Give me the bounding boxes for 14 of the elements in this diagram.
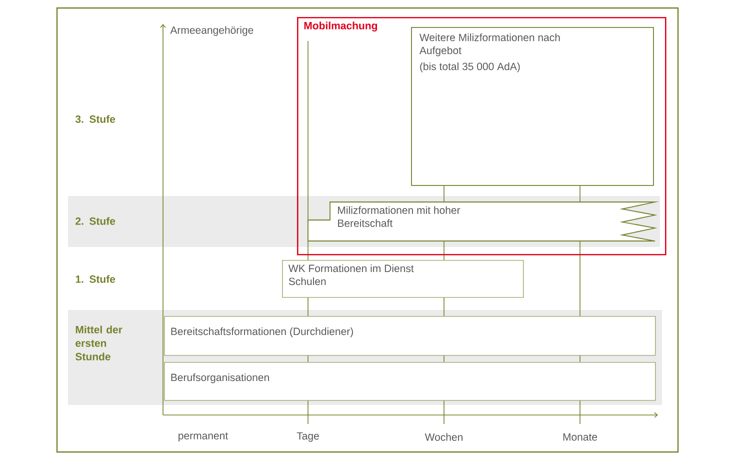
row-label: 1. Stufe: [76, 275, 116, 283]
row-label: 3. Stufe: [75, 115, 116, 123]
process-box: Bereitschaftsformationen (Durchdiener): [164, 316, 656, 356]
row-label: 2. Stufe: [76, 217, 116, 225]
axis-label: Wochen: [424, 433, 462, 441]
row-label: Mittel der ersten Stunde: [76, 326, 122, 360]
axis-label: permanent: [178, 432, 228, 442]
process-box: Berufsorganisationen: [164, 362, 656, 401]
axis-label: Tage: [296, 432, 319, 442]
axis-label: Monate: [563, 433, 598, 441]
stepped-box: Milizformationen mit hoher Bereitschaft: [308, 202, 660, 242]
process-box: WK Formationen im Dienst Schulen: [282, 260, 524, 298]
process-box: Weitere Milizformationen nach Aufgebot (bis total 35 000 AdA): [411, 27, 654, 186]
axis-label: Armeeangehörige: [170, 26, 254, 36]
